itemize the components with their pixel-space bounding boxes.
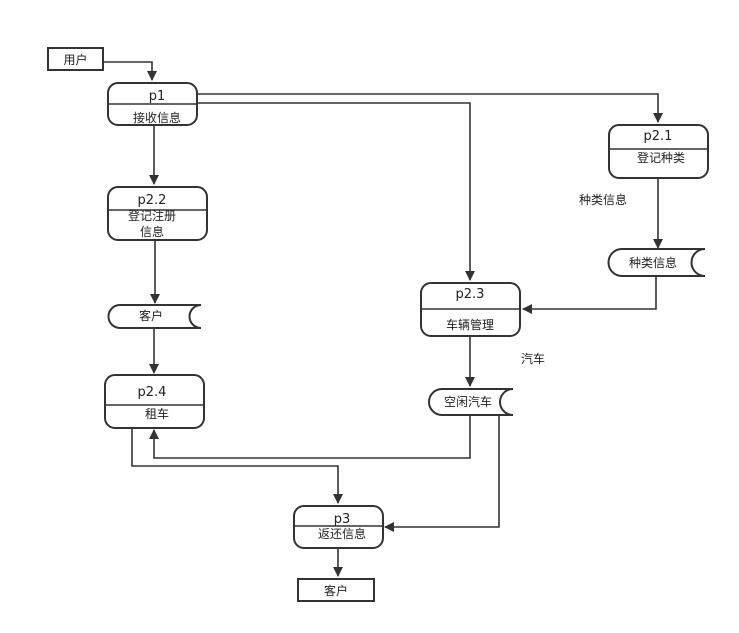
data-store-category-info: 种类信息	[607, 248, 706, 277]
process-p2-4-name: 租车	[145, 406, 169, 421]
process-p2-2-id: p2.2	[138, 193, 167, 208]
edges	[103, 61, 663, 577]
data-store-category-info-label: 种类信息	[629, 255, 677, 270]
process-p2-1-name: 登记种类	[637, 150, 685, 165]
data-store-idle-cars-label: 空闲汽车	[444, 394, 492, 409]
process-p3: p3 返还信息	[293, 505, 384, 549]
edge-p1-to-p23	[197, 102, 475, 281]
edge-p1-to-p21	[197, 93, 663, 123]
process-p3-name: 返还信息	[318, 526, 366, 541]
edge-idle-store-to-p3	[384, 414, 500, 532]
data-store-idle-cars: 空闲汽车	[428, 388, 514, 416]
process-p1-name: 接收信息	[133, 110, 181, 125]
flow-label-car: 汽车	[521, 351, 545, 366]
process-p2-3-id: p2.3	[456, 287, 485, 302]
process-p2-1-id: p2.1	[644, 129, 673, 144]
external-entity-user-label: 用户	[63, 52, 87, 67]
edge-user-to-p1	[103, 61, 157, 81]
process-p2-4-id: p2.4	[138, 385, 167, 400]
edge-category-store-to-p23	[522, 276, 657, 314]
flow-label-category-info: 种类信息	[579, 192, 627, 207]
process-p2-2-name-line2: 信息	[140, 224, 164, 239]
process-p2-2: p2.2 登记注册 信息	[107, 186, 208, 241]
process-p1-id: p1	[149, 89, 166, 104]
data-store-customer-label: 客户	[139, 308, 163, 323]
process-p2-4: p2.4 租车	[104, 374, 205, 429]
process-p2-2-name-line1: 登记注册	[128, 208, 176, 223]
data-store-customer: 客户	[107, 304, 202, 329]
external-entity-user: 用户	[47, 47, 104, 71]
external-entity-customer-label: 客户	[324, 583, 348, 598]
edge-idle-store-to-p24	[149, 414, 471, 459]
process-p1: p1 接收信息	[107, 82, 198, 126]
process-p2-1: p2.1 登记种类	[608, 124, 709, 179]
process-p2-3: p2.3 车辆管理	[420, 282, 521, 337]
process-p3-id: p3	[334, 512, 351, 527]
process-p2-3-name: 车辆管理	[446, 317, 494, 332]
edge-p24-to-p3	[131, 429, 343, 504]
external-entity-customer: 客户	[297, 578, 375, 602]
